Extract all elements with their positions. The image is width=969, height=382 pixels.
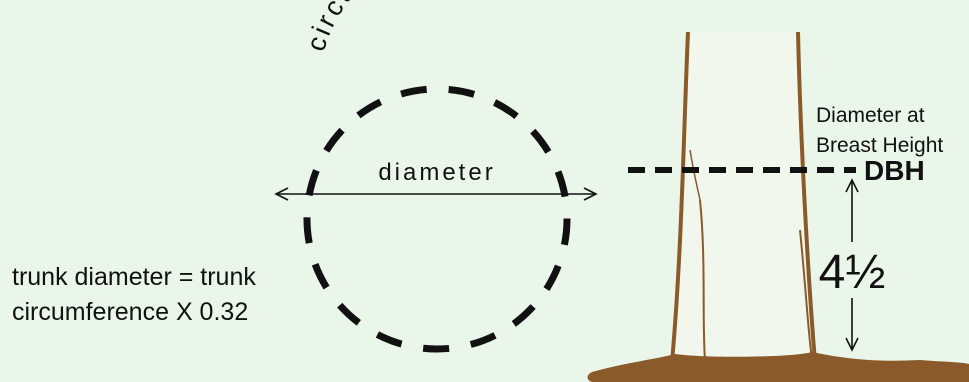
diameter-arrow bbox=[276, 188, 596, 200]
formula-line-1: trunk diameter = trunk bbox=[12, 263, 256, 291]
dbh-label: DBH bbox=[864, 155, 925, 186]
tree-trunk bbox=[672, 32, 815, 362]
tree-roots-ground bbox=[588, 352, 969, 382]
dbh-caption-line-2: Breast Height bbox=[816, 134, 943, 157]
dashed-circle bbox=[307, 89, 567, 349]
dbh-caption-line-1: Diameter at bbox=[816, 104, 925, 127]
diameter-label: diameter bbox=[378, 159, 495, 186]
circumference-label: circumference bbox=[301, 0, 488, 55]
formula-line-2: circumference X 0.32 bbox=[12, 298, 248, 326]
height-label: 4½ bbox=[819, 246, 886, 299]
